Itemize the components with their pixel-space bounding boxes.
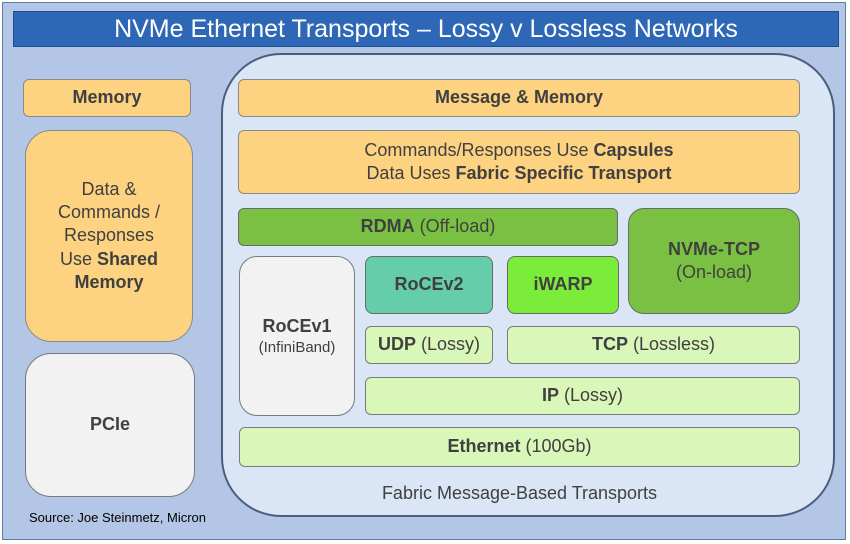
- memory-box: Memory: [23, 79, 191, 117]
- ip-bold: IP: [541, 385, 559, 406]
- message-memory-box: Message & Memory: [238, 79, 800, 117]
- capsules-line2-bold: Fabric Specific Transport: [455, 163, 672, 183]
- ethernet-label: Ethernet (100Gb): [447, 435, 591, 458]
- iwarp-label: iWARP: [533, 274, 593, 295]
- rocev2-label: RoCEv2: [394, 274, 464, 295]
- udp-label: UDP (Lossy): [378, 333, 480, 356]
- ip-box: IP (Lossy): [365, 377, 800, 415]
- rdma-rest: (Off-load): [414, 216, 496, 237]
- rocev1-sub: (InfiniBand): [258, 338, 336, 356]
- pcie-box: PCIe: [25, 353, 195, 497]
- nvme-tcp-box: NVMe-TCP (On-load): [628, 208, 800, 314]
- udp-rest: (Lossy): [416, 334, 481, 355]
- nvme-tcp-label: NVMe-TCP: [667, 238, 760, 259]
- ethernet-rest: (100Gb): [520, 436, 592, 457]
- source-credit: Source: Joe Steinmetz, Micron: [29, 510, 207, 525]
- message-memory-label: Message & Memory: [434, 87, 604, 108]
- tcp-label: TCP (Lossless): [592, 333, 715, 356]
- rdma-label: RDMA (Off-load): [361, 215, 496, 238]
- udp-bold: UDP: [377, 334, 416, 355]
- nvme-tcp-sub: (On-load): [675, 262, 753, 282]
- capsules-line2: Data Uses Fabric Specific Transport: [366, 162, 671, 185]
- rocev1-label: RoCEv1: [262, 315, 332, 336]
- capsules-line1-bold: Capsules: [593, 139, 674, 160]
- ethernet-bold: Ethernet: [447, 436, 521, 457]
- capsules-line2-text: Data Uses: [366, 163, 456, 183]
- diagram-title: NVMe Ethernet Transports – Lossy v Lossl…: [13, 11, 839, 47]
- capsules-line1: Commands/Responses Use Capsules: [364, 139, 673, 162]
- capsules-line1-text: Commands/Responses Use: [364, 139, 594, 160]
- rocev1-box: RoCEv1 (InfiniBand): [239, 256, 355, 416]
- tcp-bold: TCP: [591, 334, 628, 355]
- tcp-box: TCP (Lossless): [507, 326, 800, 364]
- ethernet-box: Ethernet (100Gb): [239, 427, 800, 467]
- ip-label: IP (Lossy): [542, 384, 623, 407]
- shared-memory-box: Data & Commands / Responses Use Shared M…: [25, 130, 193, 342]
- shared-memory-line3: Responses: [63, 225, 155, 246]
- fabric-caption: Fabric Message-Based Transports: [381, 483, 658, 503]
- iwarp-box: iWARP: [507, 256, 619, 314]
- shared-memory-line5: Memory: [74, 272, 144, 293]
- shared-memory-line4-bold: Shared: [96, 248, 159, 269]
- capsules-box: Commands/Responses Use Capsules Data Use…: [238, 130, 800, 194]
- memory-label: Memory: [72, 87, 142, 108]
- rocev2-box: RoCEv2: [365, 256, 493, 314]
- shared-memory-line4: Use Shared: [60, 248, 158, 271]
- tcp-rest: (Lossless): [627, 334, 716, 355]
- ip-rest: (Lossy): [559, 385, 624, 406]
- udp-box: UDP (Lossy): [365, 326, 493, 364]
- shared-memory-line4-pre: Use: [59, 248, 97, 269]
- rdma-box: RDMA (Off-load): [238, 208, 618, 246]
- rdma-bold: RDMA: [360, 216, 415, 237]
- pcie-label: PCIe: [89, 414, 131, 435]
- shared-memory-line1: Data &: [81, 178, 137, 199]
- shared-memory-line2: Commands /: [57, 201, 161, 222]
